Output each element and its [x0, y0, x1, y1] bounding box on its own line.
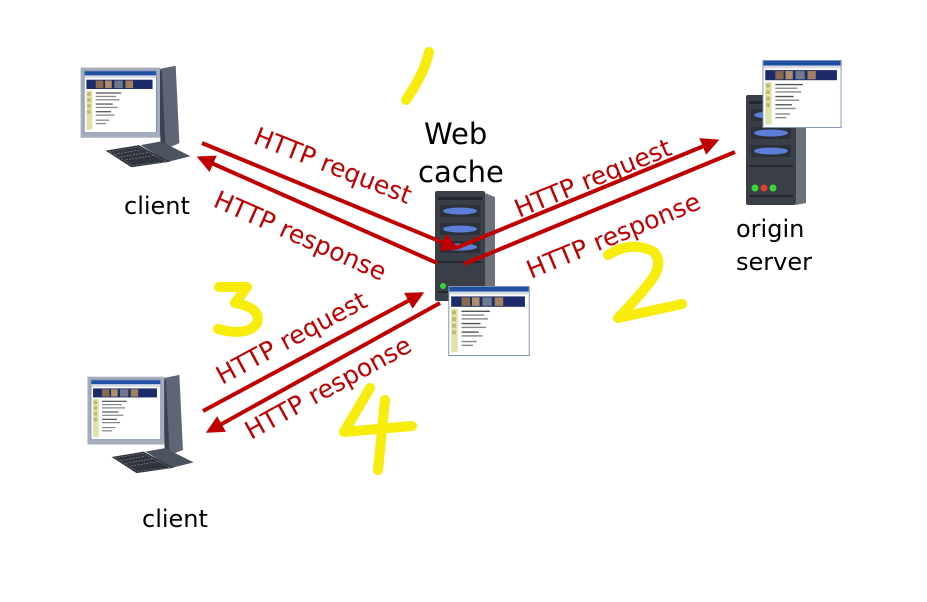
web-cache-label: Web cache [418, 117, 504, 189]
annotation-3 [213, 282, 263, 337]
top-request-arrow [201, 141, 460, 251]
client-bottom-computer-icon [87, 375, 193, 473]
origin-server-label: origin server [736, 215, 812, 276]
client-top-label: client [124, 192, 190, 220]
client-top-computer-icon [81, 66, 191, 168]
cache-browser-window-icon [448, 286, 530, 356]
annotation-4 [339, 383, 417, 475]
bottom-request-arrow [202, 292, 425, 413]
web-cache-label-line2: cache [418, 155, 504, 189]
origin-response-line [463, 150, 736, 266]
arrows [196, 138, 736, 433]
origin-browser-window-icon [762, 60, 842, 128]
annotation-2 [603, 241, 687, 323]
origin-request-arrow [455, 138, 720, 250]
annotation-1 [401, 47, 434, 105]
origin-server-label-line2: server [736, 248, 812, 276]
bottom-response-arrow [205, 301, 441, 433]
web-cache-server-icon [435, 191, 495, 301]
top-response-arrow [196, 155, 438, 265]
client-bottom-label: client [142, 505, 208, 533]
origin-server-icon [746, 95, 806, 205]
origin-server-label-line1: origin [736, 215, 804, 243]
web-cache-label-line1: Web [424, 117, 487, 151]
